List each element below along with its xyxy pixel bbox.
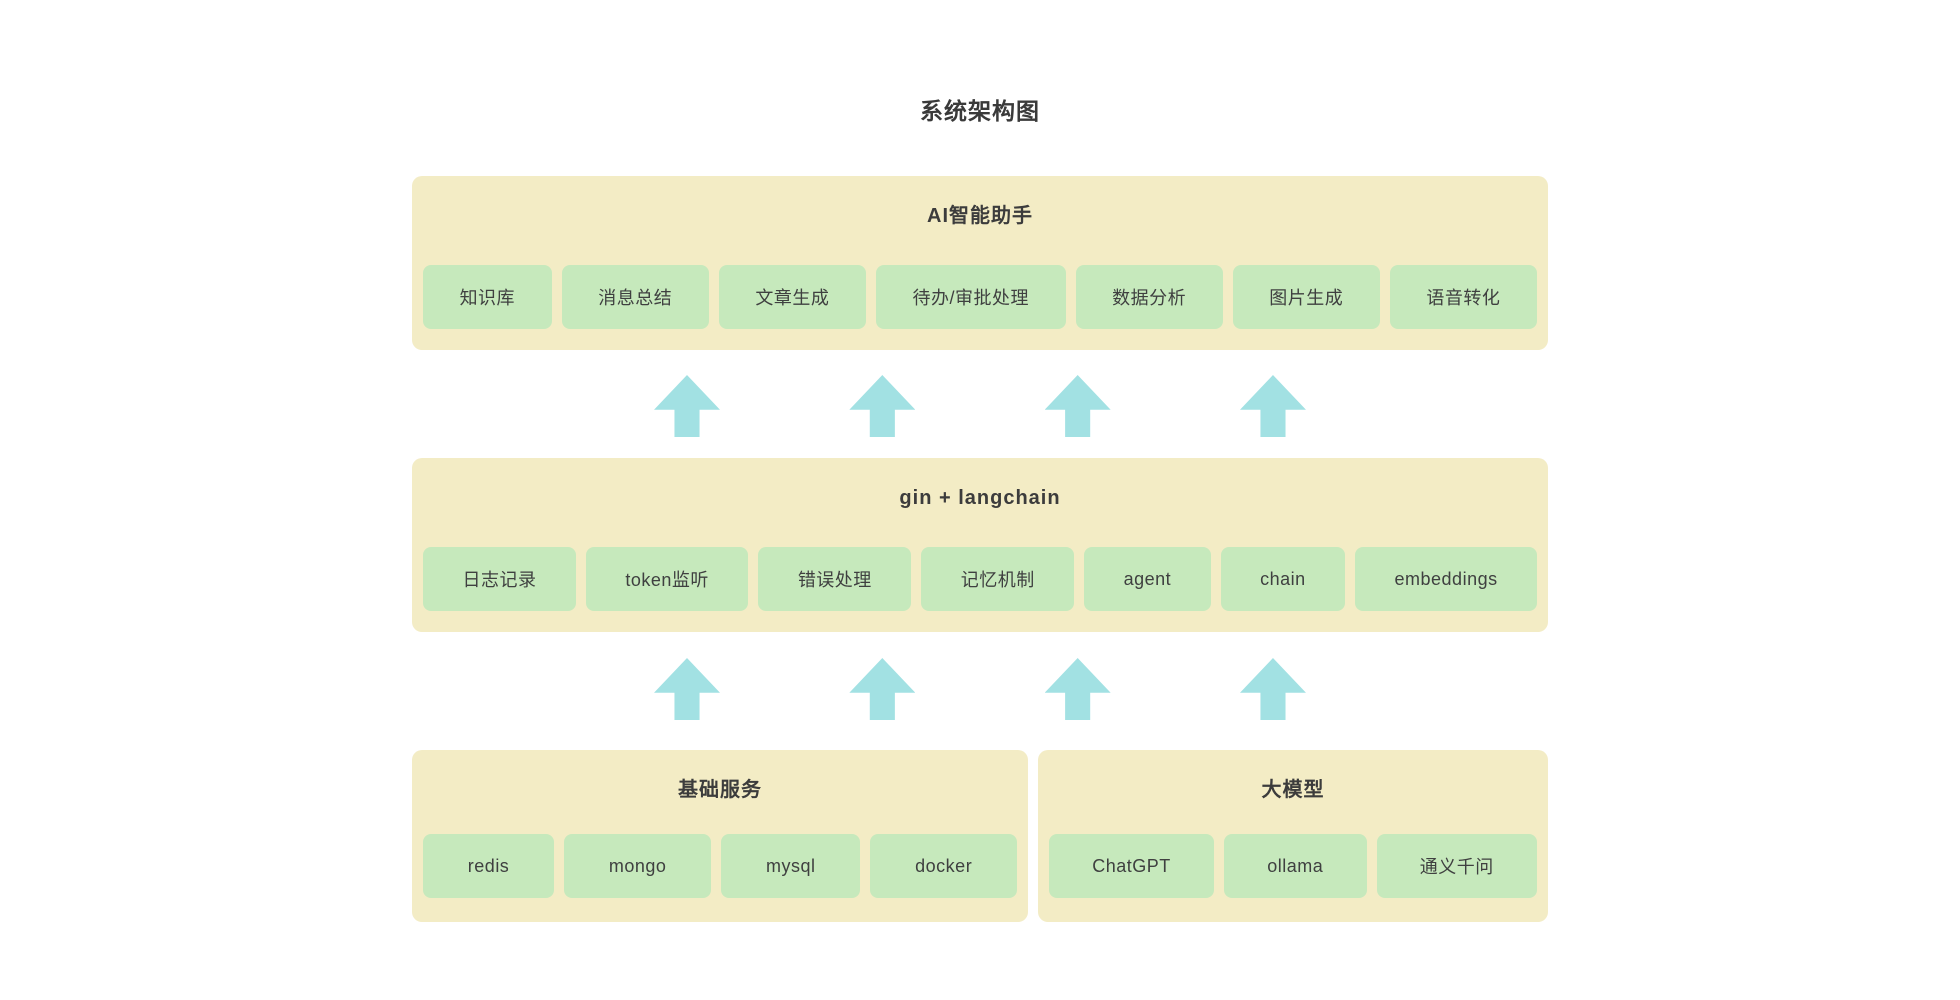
chip-message-summary: 消息总结 bbox=[561, 265, 709, 329]
layer-box-large-models: 大模型 ChatGPT ollama 通义千问 bbox=[1038, 750, 1548, 922]
layer-title-ai-assistant: AI智能助手 bbox=[927, 205, 1033, 227]
page-title: 系统架构图 bbox=[920, 98, 1040, 124]
chip-docker: docker bbox=[870, 834, 1017, 898]
chip-error-handling: 错误处理 bbox=[758, 547, 912, 611]
chip-chain: chain bbox=[1220, 547, 1346, 611]
layer-title-gin-langchain: gin + langchain bbox=[899, 487, 1061, 509]
chips-row-gin-langchain: 日志记录 token监听 错误处理 记忆机制 agent chain embed… bbox=[423, 547, 1538, 611]
chip-agent: agent bbox=[1084, 547, 1211, 611]
up-arrow-icon bbox=[1239, 658, 1306, 720]
chip-logging: 日志记录 bbox=[423, 547, 576, 611]
chip-todo-approval: 待办/审批处理 bbox=[875, 265, 1066, 329]
up-arrow-icon bbox=[654, 658, 720, 720]
bottom-layer-row: 基础服务 redis mongo mysql docker 大模型 ChatGP… bbox=[412, 750, 1548, 922]
layer-box-base-services: 基础服务 redis mongo mysql docker bbox=[412, 750, 1028, 922]
up-arrow-icon bbox=[1239, 375, 1306, 437]
up-arrow-icon bbox=[849, 375, 916, 437]
chip-token-monitor: token监听 bbox=[585, 547, 749, 611]
chip-mongo: mongo bbox=[564, 834, 712, 898]
up-arrow-icon bbox=[1044, 375, 1111, 437]
arrows-row-bottom bbox=[654, 658, 1306, 720]
chip-article-generation: 文章生成 bbox=[718, 265, 866, 329]
architecture-diagram: 系统架构图 AI智能助手 知识库 消息总结 文章生成 待办/审批处理 数据分析 … bbox=[412, 0, 1548, 922]
chip-chatgpt: ChatGPT bbox=[1049, 834, 1215, 898]
up-arrow-icon bbox=[1044, 658, 1111, 720]
chip-image-generation: 图片生成 bbox=[1232, 265, 1380, 329]
chip-data-analysis: 数据分析 bbox=[1075, 265, 1223, 329]
layer-box-gin-langchain: gin + langchain 日志记录 token监听 错误处理 记忆机制 a… bbox=[412, 458, 1548, 632]
layer-box-ai-assistant: AI智能助手 知识库 消息总结 文章生成 待办/审批处理 数据分析 图片生成 语… bbox=[412, 176, 1548, 350]
chip-speech-conversion: 语音转化 bbox=[1389, 265, 1537, 329]
chip-embeddings: embeddings bbox=[1355, 547, 1538, 611]
chip-ollama: ollama bbox=[1224, 834, 1367, 898]
layer-title-large-models: 大模型 bbox=[1261, 779, 1325, 801]
chip-mysql: mysql bbox=[721, 834, 861, 898]
layer-title-base-services: 基础服务 bbox=[678, 779, 762, 801]
chips-row-large-models: ChatGPT ollama 通义千问 bbox=[1049, 834, 1538, 898]
chip-tongyi-qianwen: 通义千问 bbox=[1376, 834, 1538, 898]
chip-memory-mechanism: 记忆机制 bbox=[921, 547, 1075, 611]
chip-knowledge-base: 知识库 bbox=[423, 265, 552, 329]
up-arrow-icon bbox=[654, 375, 720, 437]
arrows-row-top bbox=[654, 375, 1306, 437]
chips-row-ai-assistant: 知识库 消息总结 文章生成 待办/审批处理 数据分析 图片生成 语音转化 bbox=[423, 265, 1537, 329]
chip-redis: redis bbox=[423, 834, 555, 898]
up-arrow-icon bbox=[849, 658, 916, 720]
chips-row-base-services: redis mongo mysql docker bbox=[423, 834, 1017, 898]
